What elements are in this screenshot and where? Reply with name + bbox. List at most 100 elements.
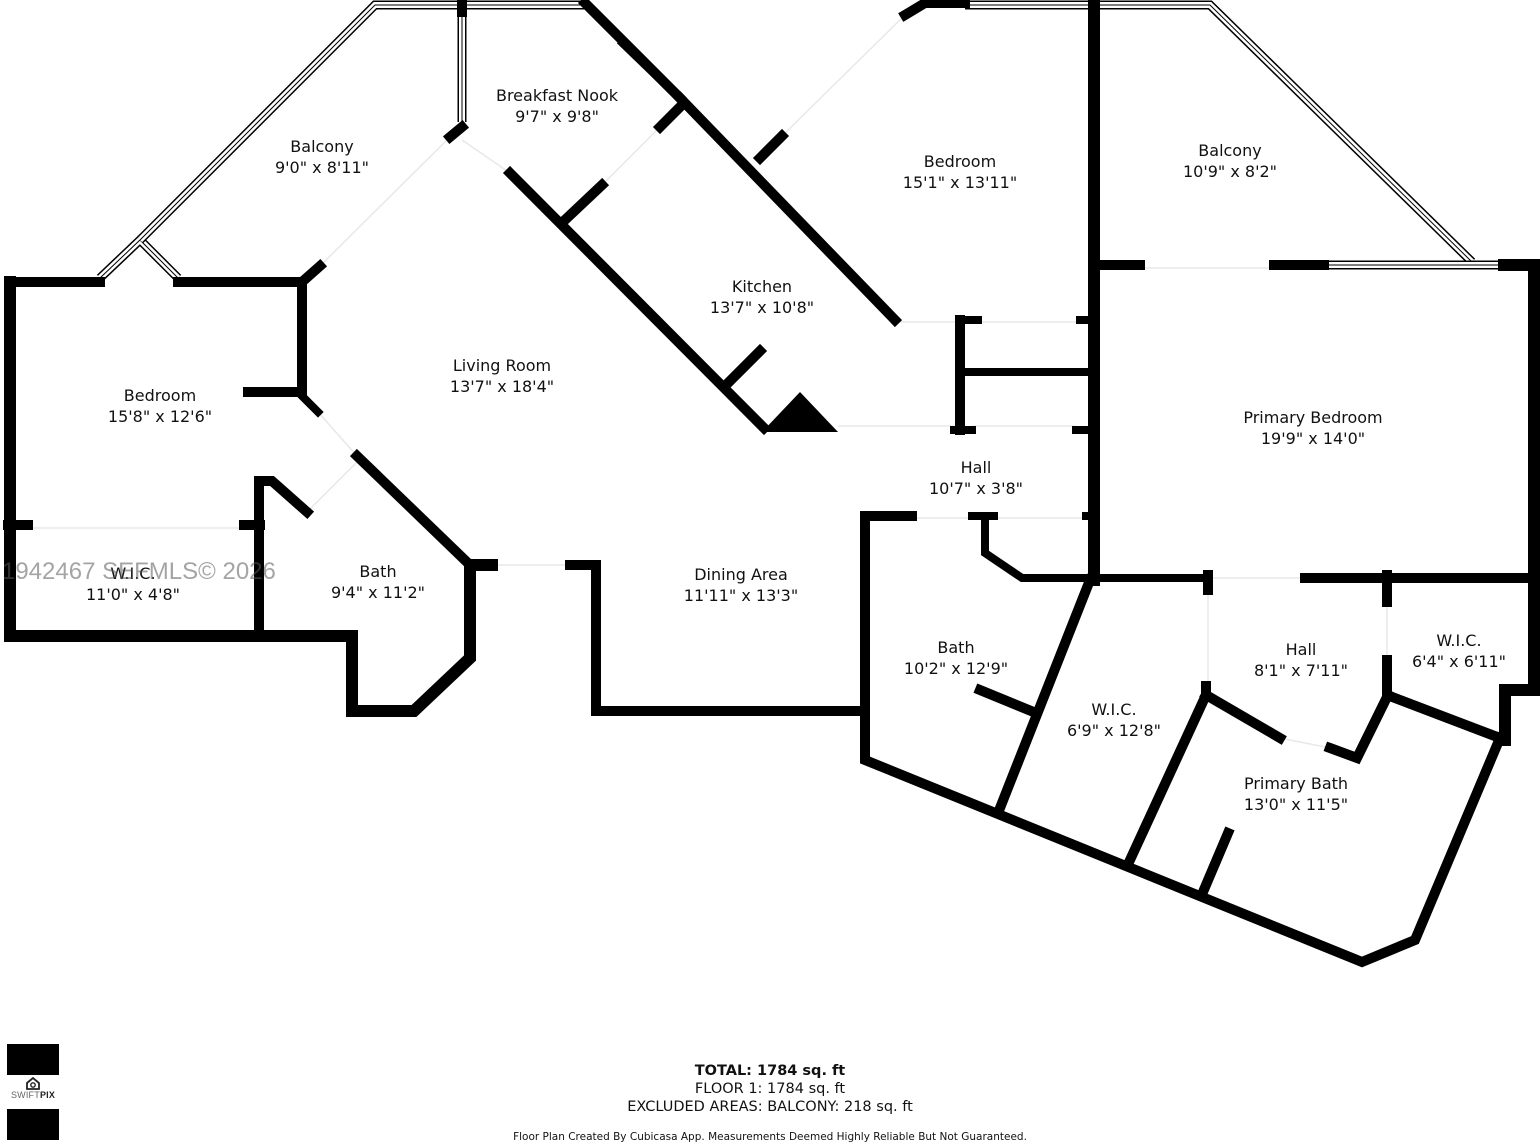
logo-bottom-block [7,1109,59,1140]
room-dimensions: 11'11" x 13'3" [683,586,799,605]
logo-mark: SWIFTPIX [7,1077,59,1109]
door-opening [319,136,451,267]
floor-area: FLOOR 1: 1784 sq. ft [694,1081,846,1097]
room-name: Primary Bedroom [1243,408,1383,427]
room-label: Primary Bath 13'0" x 11'5" [1244,773,1348,815]
room-label: Primary Bedroom 19'9" x 14'0" [1243,407,1382,449]
room-dimensions: 6'9" x 12'8" [1066,721,1162,740]
room-label: Dining Area 11'11" x 13'3" [684,564,798,606]
room-label: Balcony 9'0" x 8'11" [275,136,369,178]
excluded-area: EXCLUDED AREAS: BALCONY: 218 sq. ft [627,1099,913,1115]
room-dimensions: 9'4" x 11'2" [330,583,426,602]
room-name: Bath [937,638,975,657]
room-dimensions: 8'1" x 7'11" [1253,661,1349,680]
room-label: Breakfast Nook 9'7" x 9'8" [496,85,618,127]
window-glass [1094,2,1475,265]
window-glass [137,2,462,243]
wall [860,511,1507,968]
room-name: W.I.C. [1436,631,1482,650]
room-dimensions: 19'9" x 14'0" [1260,429,1366,448]
room-dimensions: 15'8" x 12'6" [107,407,213,426]
wall [717,343,768,394]
wall [1323,688,1395,765]
room-label: Kitchen 13'7" x 10'8" [710,276,814,318]
house-camera-icon [26,1077,40,1090]
wall [1498,259,1540,746]
room-dimensions: 13'7" x 10'8" [709,298,815,317]
door-opening [317,411,358,457]
wall [296,390,324,418]
room-dimensions: 6'4" x 6'11" [1411,652,1507,671]
door-opening [601,126,661,186]
room-dimensions: 13'7" x 18'4" [449,377,555,396]
room-name: W.I.C. [1091,700,1137,719]
door-openings [28,14,1388,749]
wall [898,0,970,22]
room-name: Hall [1285,640,1317,659]
wall [565,560,865,716]
wall [559,177,610,226]
door-opening [1279,737,1331,749]
room-label: W.I.C.11'0" x 4'8" [86,563,180,605]
wall [1196,826,1235,899]
wall [442,119,470,145]
wall [752,128,790,166]
window [136,0,462,244]
room-dimensions: 10'9" x 8'2" [1182,162,1278,181]
wall [349,448,478,573]
room-name: Primary Bath [1243,774,1349,793]
wall [973,683,1043,720]
room-dimensions: 15'1" x 13'11" [902,173,1018,192]
room-name: Balcony [290,137,354,156]
room-name: Balcony [1198,141,1262,160]
area-summary: TOTAL: 1784 sq. ft FLOOR 1: 1784 sq. ft … [627,1062,913,1116]
wall [577,0,688,106]
door-opening [781,14,906,137]
room-label: Hall 8'1" x 7'11" [1254,639,1348,681]
windows [96,0,1504,282]
room-label: Bath 10'2" x 12'9" [904,637,1008,679]
door-opening [306,461,358,513]
fixtures [762,392,838,432]
room-label: Bedroom 15'8" x 12'6" [108,385,212,427]
total-area: TOTAL: 1784 sq. ft [694,1063,846,1079]
room-name: Hall [960,458,992,477]
wall [652,97,690,135]
wall [981,512,1204,582]
swiftpix-logo: SWIFTPIX [7,1044,59,1140]
logo-text: SWIFTPIX [10,1090,56,1100]
wall [254,476,315,641]
room-dimensions: 13'0" x 11'5" [1243,795,1349,814]
room-label: Bedroom 15'1" x 13'11" [903,151,1017,193]
room-name: Breakfast Nook [495,86,619,105]
room-label: Balcony 10'9" x 8'2" [1183,140,1277,182]
window-pane-line [1094,4,1473,263]
room-label: W.I.C. 6'4" x 6'11" [1412,630,1506,672]
wall [173,277,307,397]
window [1094,0,1476,266]
wall [1199,688,1287,745]
wall [672,90,903,328]
room-name: Kitchen [731,277,793,296]
kitchen-corner-counter [762,392,838,432]
room-dimensions: 10'2" x 12'9" [903,659,1009,678]
disclaimer: Floor Plan Created By Cubicasa App. Meas… [513,1131,1027,1143]
window [96,233,182,282]
room-name: Bedroom [923,152,997,171]
room-name: Bedroom [123,386,197,405]
window-pane-line [139,4,462,241]
room-dimensions: 9'7" x 9'8" [515,107,599,126]
wall [993,573,1097,815]
room-dimensions: 10'7" x 3'8" [928,479,1024,498]
room-label: W.I.C. 6'9" x 12'8" [1067,699,1161,741]
logo-top-block [7,1044,59,1075]
room-dimensions: 9'0" x 8'11" [274,158,370,177]
wall [294,258,328,290]
room-name: Dining Area [694,565,788,584]
door-opening [461,139,511,174]
wall [4,276,498,717]
mls-watermark: 1942467 SEFMLS© 2026 [2,558,276,585]
